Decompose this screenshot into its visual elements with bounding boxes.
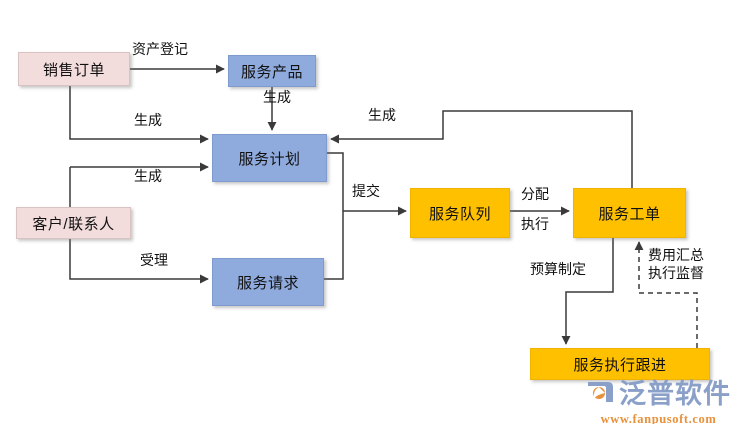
fanpu-logo-icon <box>586 378 616 410</box>
node-service-followup[interactable]: 服务执行跟进 <box>530 348 710 380</box>
edge-label-generate-customer: 生成 <box>134 168 162 184</box>
edge-label-budget: 预算制定 <box>530 261 586 277</box>
edge-label-generate-workorder: 生成 <box>368 107 396 123</box>
watermark-name: 泛普软件 <box>619 378 731 409</box>
edge-label-cost-summary: 费用汇总 <box>648 247 704 263</box>
edge-label-execute: 执行 <box>521 216 549 232</box>
node-service-product[interactable]: 服务产品 <box>228 55 316 87</box>
node-service-workorder[interactable]: 服务工单 <box>573 188 686 238</box>
node-label: 客户/联系人 <box>32 215 115 233</box>
node-label: 服务队列 <box>428 205 491 223</box>
edge-label-exec-monitor: 执行监督 <box>648 265 704 281</box>
edge-label-assign: 分配 <box>521 186 549 202</box>
node-sales-order[interactable]: 销售订单 <box>18 52 130 86</box>
edge-label-asset-register: 资产登记 <box>132 41 188 57</box>
edge-label-accept: 受理 <box>140 252 168 268</box>
edge-label-generate-product: 生成 <box>263 89 291 105</box>
node-label: 服务执行跟进 <box>573 356 667 374</box>
watermark-row: 泛普软件 <box>586 378 731 410</box>
node-customer-contact[interactable]: 客户/联系人 <box>16 207 131 239</box>
node-service-queue[interactable]: 服务队列 <box>410 188 510 238</box>
node-service-request[interactable]: 服务请求 <box>212 258 324 306</box>
watermark: 泛普软件 www.fanpusoft.com <box>586 378 731 424</box>
node-service-plan[interactable]: 服务计划 <box>212 134 327 182</box>
node-label: 销售订单 <box>42 61 105 79</box>
edge-label-submit: 提交 <box>352 183 380 199</box>
edge-workorder-to-followup <box>561 238 614 345</box>
watermark-url: www.fanpusoft.com <box>600 412 717 424</box>
node-label: 服务请求 <box>236 274 299 292</box>
node-label: 服务工单 <box>598 205 661 223</box>
node-label: 服务计划 <box>238 150 301 168</box>
node-label: 服务产品 <box>240 63 303 81</box>
edge-label-generate-order: 生成 <box>134 112 162 128</box>
